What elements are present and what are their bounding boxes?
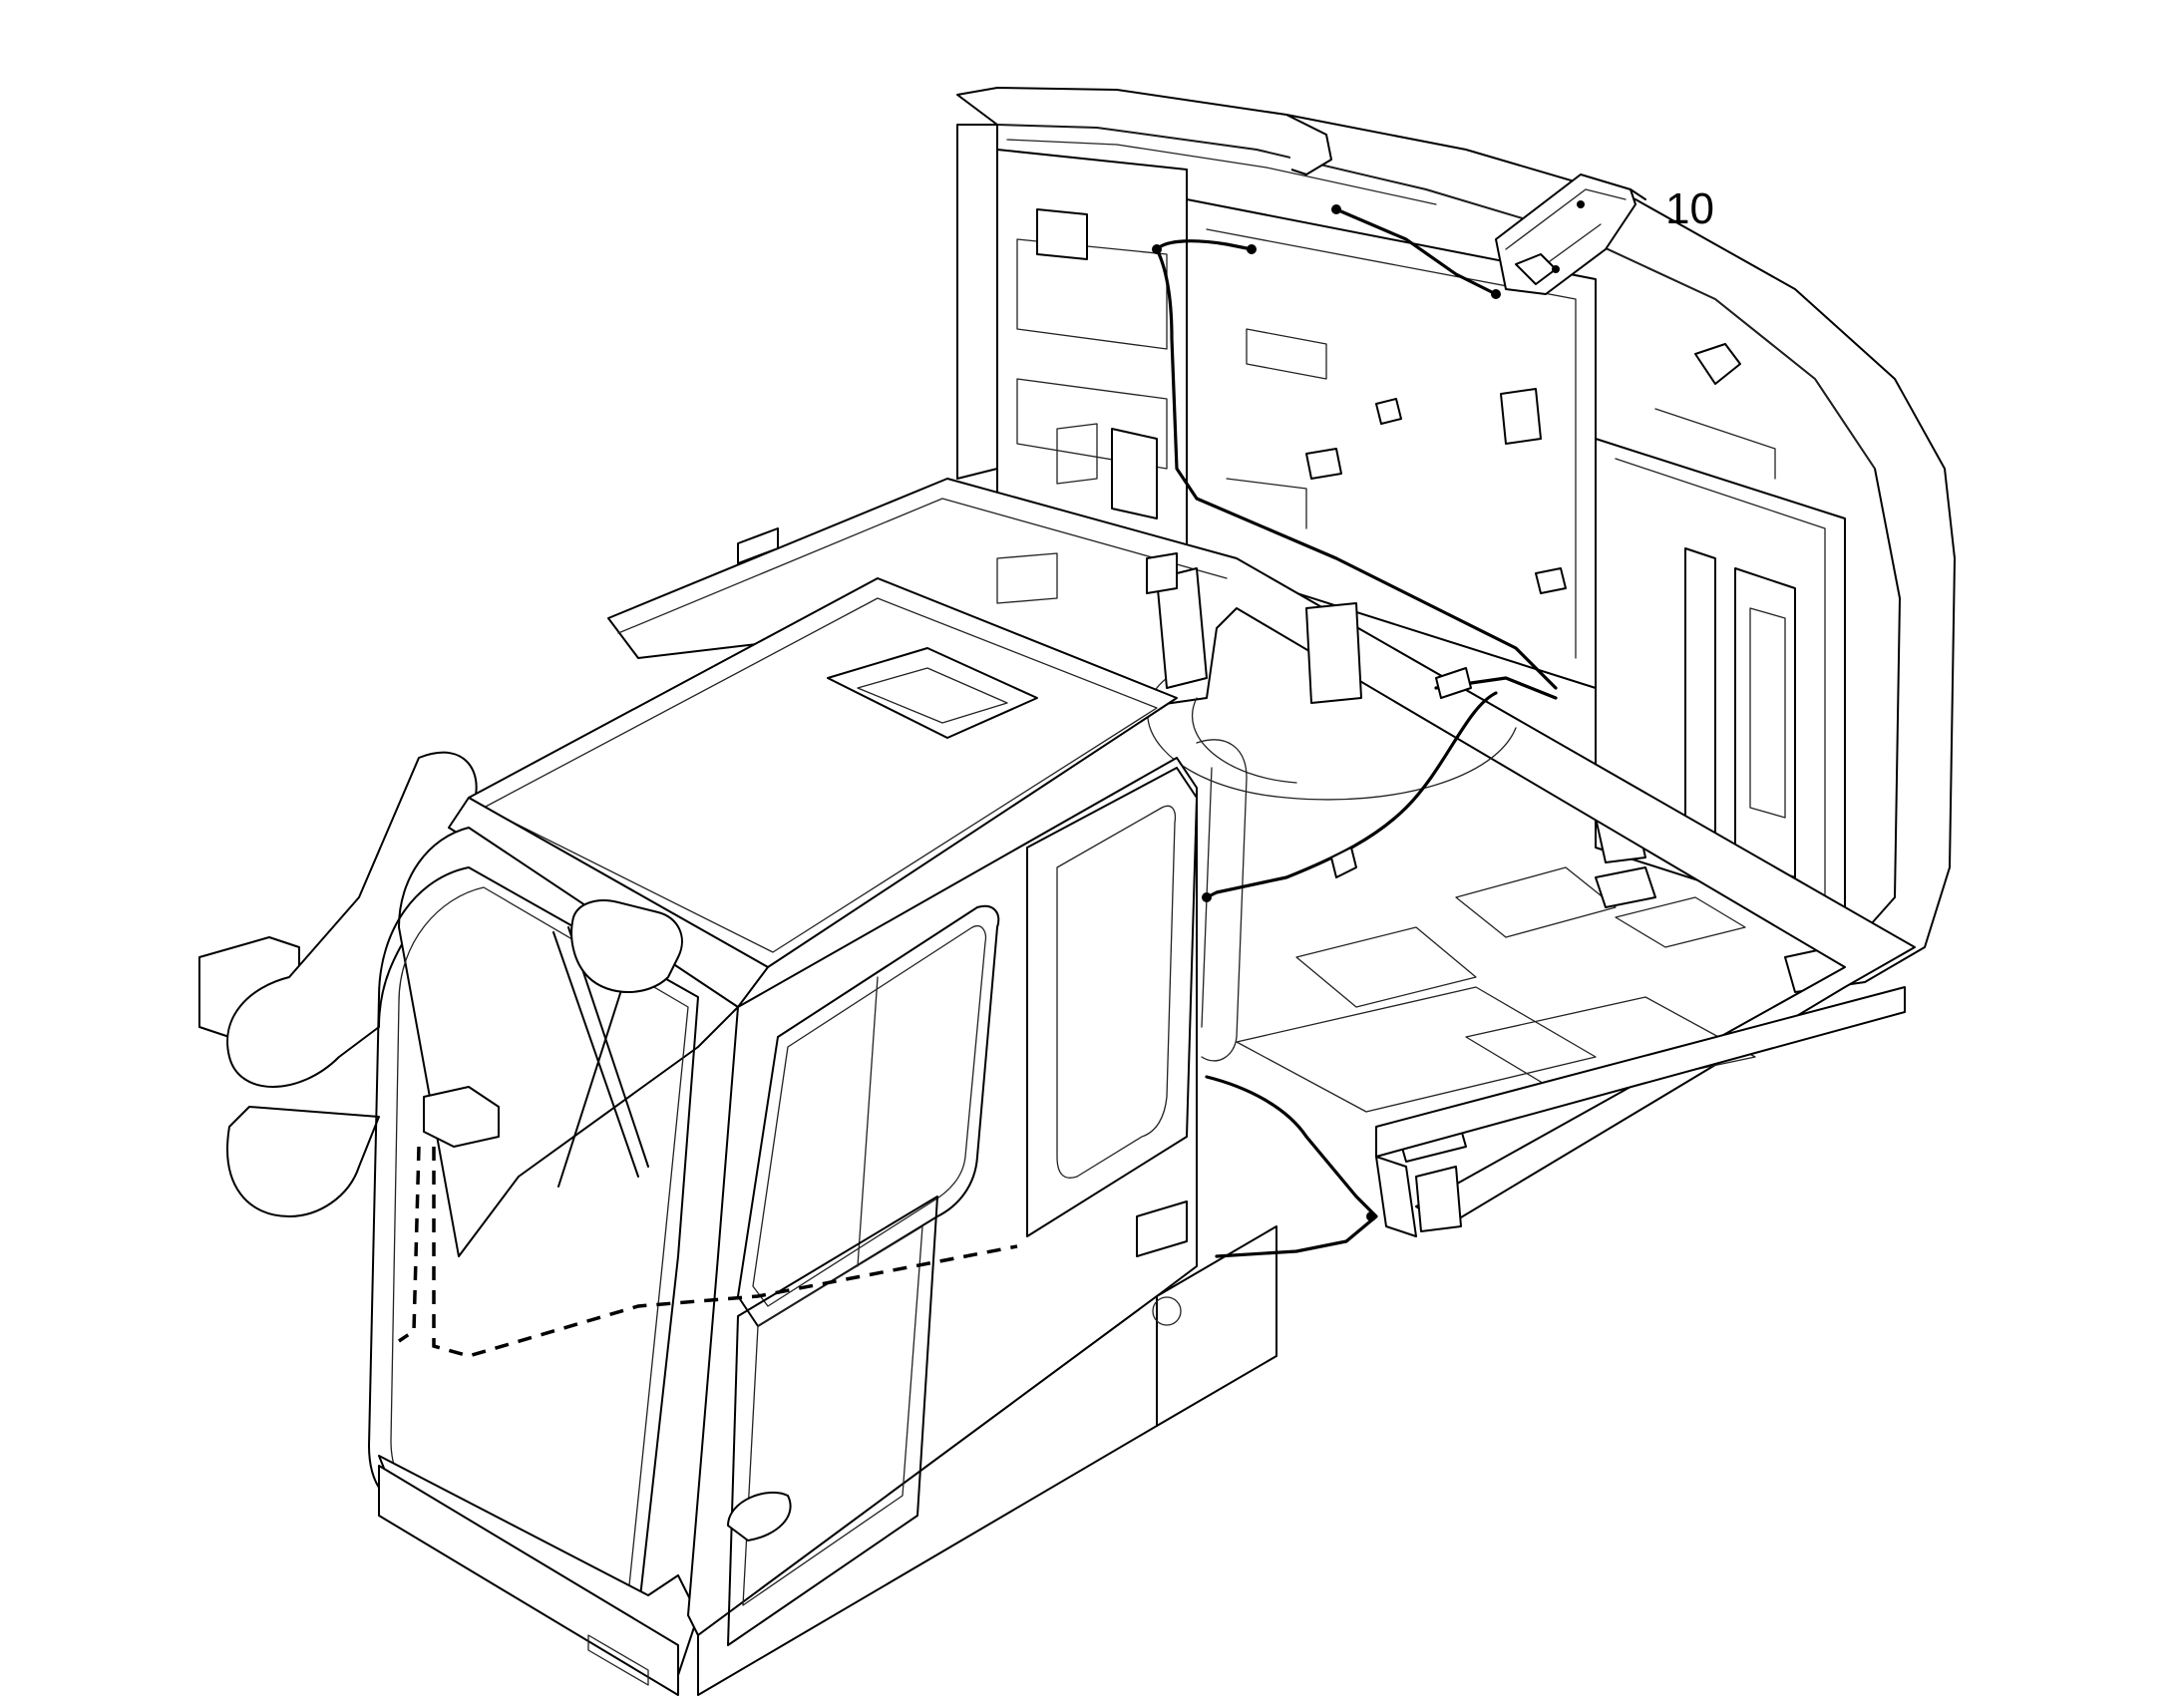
boom-foot [198,751,478,1217]
wire-harness [1152,204,1558,1258]
part-10-bracket [1495,173,1646,295]
rear-frame-wall [956,124,1597,689]
callout-label-10: 10 [1665,184,1714,233]
counterweight [956,87,1956,993]
hidden-harness-dashed [398,1086,1018,1358]
swing-bearing-opening [1146,552,1517,801]
operator-cab [368,577,1277,1696]
